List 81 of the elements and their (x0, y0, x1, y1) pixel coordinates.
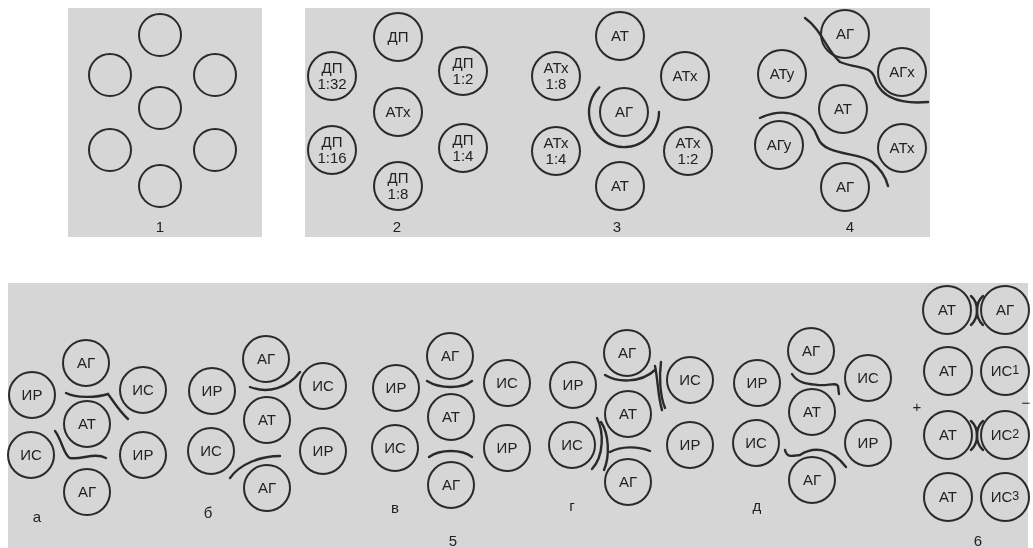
well-circle: АГ (427, 461, 475, 509)
well-circle: ИР (666, 421, 714, 469)
panel-label: г (569, 496, 575, 514)
well-circle: АТ (604, 390, 652, 438)
well-circle: ДП 1:8 (373, 161, 423, 211)
well-circle: АТ (595, 11, 645, 61)
well-circle: ИР (299, 427, 347, 475)
figure-number: 4 (845, 217, 855, 235)
well-circle: АТх (877, 123, 927, 173)
well-circle: АГ (603, 329, 651, 377)
well-circle: АГ (820, 9, 870, 59)
panel-label: в (391, 498, 399, 516)
well-circle: ДП 1:16 (307, 125, 357, 175)
well-circle: АГ (426, 332, 474, 380)
well-circle: АТ (427, 393, 475, 441)
well-circle: ИР (372, 364, 420, 412)
well-circle: ИС (483, 359, 531, 407)
well-circle: АТх 1:8 (531, 51, 581, 101)
figure-number: 5 (448, 531, 458, 548)
well-circle: АТ (595, 161, 645, 211)
well-circle: ИС (732, 419, 780, 467)
well-circle: АГ (788, 456, 836, 504)
well-circle: АТх (660, 51, 710, 101)
well-circle: ДП (373, 12, 423, 62)
well-circle: АГ (604, 458, 652, 506)
well-circle: АТ (63, 400, 111, 448)
empty-well-circle (138, 13, 182, 57)
panel-label: б (203, 503, 213, 521)
well-circle: АГ (62, 339, 110, 387)
well-circle: ИР (8, 371, 56, 419)
well-circle: ИС (666, 356, 714, 404)
figure-number: 1 (155, 217, 165, 235)
well-circle: АТ (923, 346, 973, 396)
panel-label: а (32, 507, 42, 525)
well-circle: АГ (787, 327, 835, 375)
well-circle: АГ (242, 335, 290, 383)
empty-well-circle (193, 53, 237, 97)
figure-number: 6 (973, 531, 983, 548)
well-circle: АТу (757, 49, 807, 99)
well-circle: АТх 1:2 (663, 126, 713, 176)
well-circle: АГу (754, 120, 804, 170)
well-circle: ИС (119, 366, 167, 414)
panel-label: − (1021, 393, 1031, 411)
well-circle: ИС (7, 431, 55, 479)
well-circle: ИС (371, 424, 419, 472)
well-circle: АГх (877, 47, 927, 97)
well-circle: ДП 1:2 (438, 46, 488, 96)
well-circle: АТ (923, 410, 973, 460)
well-circle: ИС (844, 354, 892, 402)
well-circle: АТх 1:4 (531, 126, 581, 176)
empty-well-circle (193, 128, 237, 172)
well-circle: АГ (63, 468, 111, 516)
figure-number: 3 (612, 217, 622, 235)
well-circle: ИР (483, 424, 531, 472)
well-circle: ИС (548, 421, 596, 469)
well-circle: АТ (243, 396, 291, 444)
well-circle: АГ (599, 87, 649, 137)
panel-label: + (912, 397, 922, 415)
well-circle: ИС (187, 427, 235, 475)
well-circle: АТ (818, 84, 868, 134)
well-circle: ИР (119, 431, 167, 479)
well-circle: ДП 1:32 (307, 51, 357, 101)
well-circle: ИР (844, 419, 892, 467)
well-circle: АТ (923, 472, 973, 522)
well-circle: АГ (820, 162, 870, 212)
well-circle: ИС (299, 362, 347, 410)
well-circle: АТх (373, 87, 423, 137)
empty-well-circle (88, 128, 132, 172)
well-circle: ИР (188, 367, 236, 415)
well-circle: ДП 1:4 (438, 123, 488, 173)
well-circle: ИР (733, 359, 781, 407)
figure-number: 2 (392, 217, 402, 235)
well-circle: ИР (549, 361, 597, 409)
well-circle: АГ (243, 464, 291, 512)
empty-well-circle (88, 53, 132, 97)
well-circle: АТ (922, 285, 972, 335)
well-circle: АГ (980, 285, 1030, 335)
empty-well-circle (138, 164, 182, 208)
empty-well-circle (138, 86, 182, 130)
panel-label: д (752, 496, 762, 514)
well-circle: АТ (788, 388, 836, 436)
